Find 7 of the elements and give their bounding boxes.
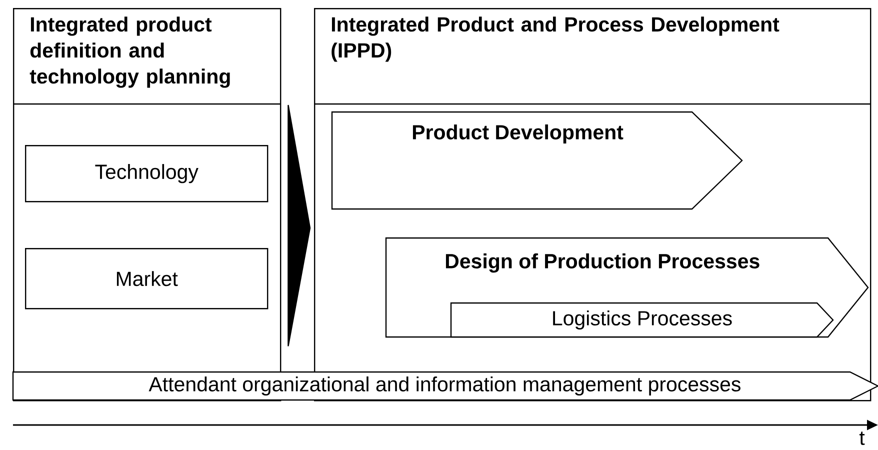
process-step: Attendant organizational and information management processes [12,371,878,401]
process-step: Logistics Processes [450,302,834,338]
axis-label: t [859,432,865,445]
process-step: Product Development [331,111,743,210]
process-box: Technology [25,145,268,202]
arrow [288,104,311,347]
process-box: Market [25,248,268,310]
